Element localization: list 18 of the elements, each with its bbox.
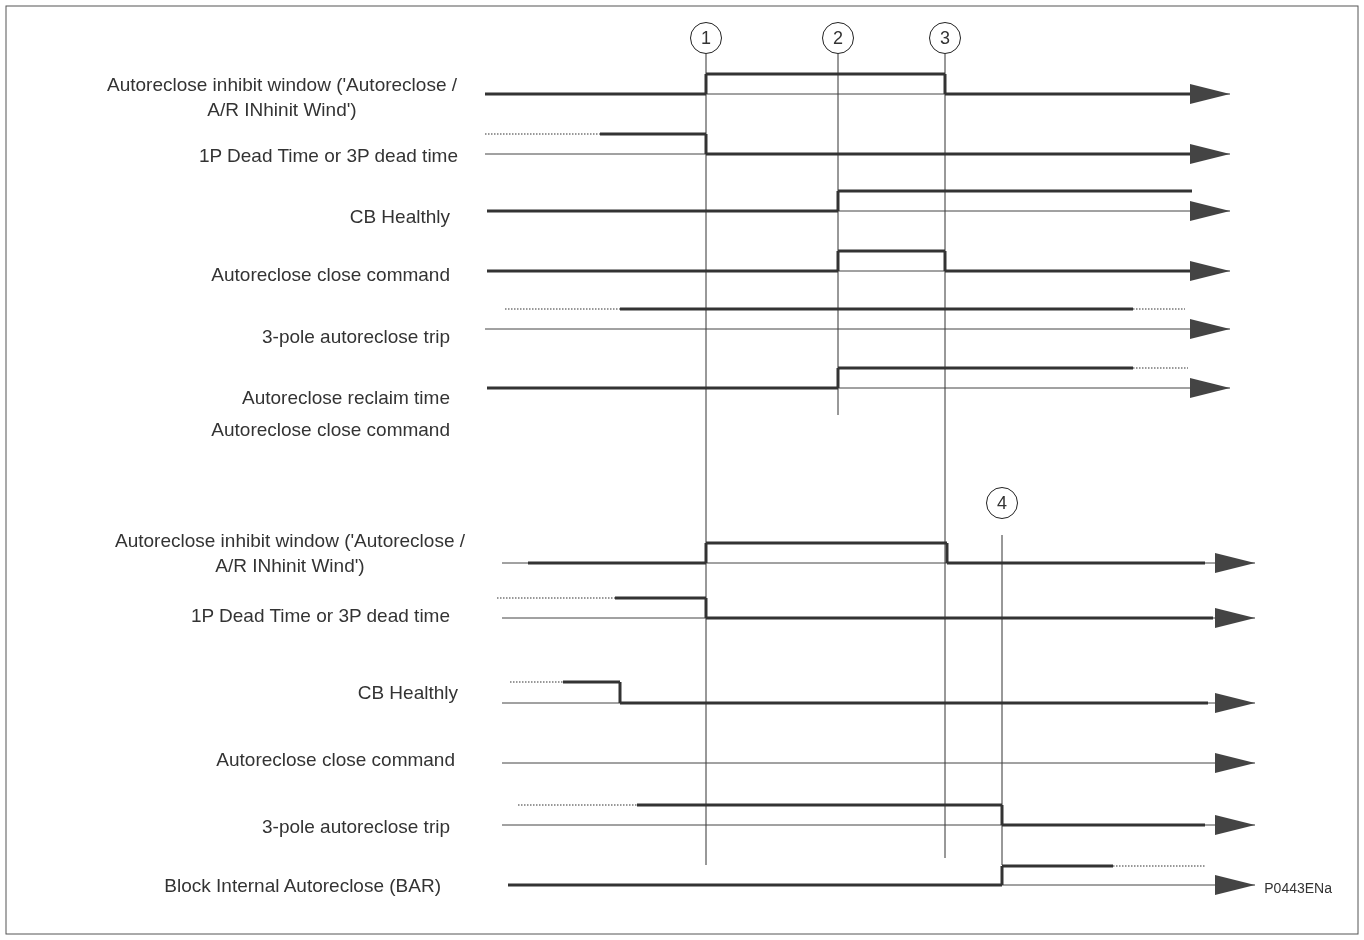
signal-name: Autoreclose close command bbox=[211, 262, 450, 287]
signal-name: 1P Dead Time or 3P dead time bbox=[198, 143, 458, 168]
signal-name: 3-pole autoreclose trip bbox=[262, 324, 450, 349]
signal-name: Autoreclose reclaim time bbox=[241, 385, 450, 410]
signal-name: 1P Dead Time or 3P dead time bbox=[190, 603, 450, 628]
figure-code: P0443ENa bbox=[1264, 878, 1332, 898]
signal-name: Block Internal Autoreclose (BAR) bbox=[164, 873, 441, 898]
callout-number: 1 bbox=[690, 22, 722, 54]
signal-name: Autoreclose close command bbox=[211, 417, 450, 442]
signal-name: Autoreclose inhibit window ('Autoreclose / A/R INhinit Wind') bbox=[114, 529, 466, 578]
signal-name: CB Healthly bbox=[349, 204, 450, 229]
callout-number: 2 bbox=[822, 22, 854, 54]
signal-name: Autoreclose inhibit window ('Autoreclose / A/R INhinit Wind') bbox=[106, 73, 458, 122]
signal-name: 3-pole autoreclose trip bbox=[262, 814, 450, 839]
signal-name: CB Healthly bbox=[357, 680, 458, 705]
signal-name: Autoreclose close command bbox=[216, 747, 455, 772]
callout-number: 4 bbox=[986, 487, 1018, 519]
callout-number: 3 bbox=[929, 22, 961, 54]
